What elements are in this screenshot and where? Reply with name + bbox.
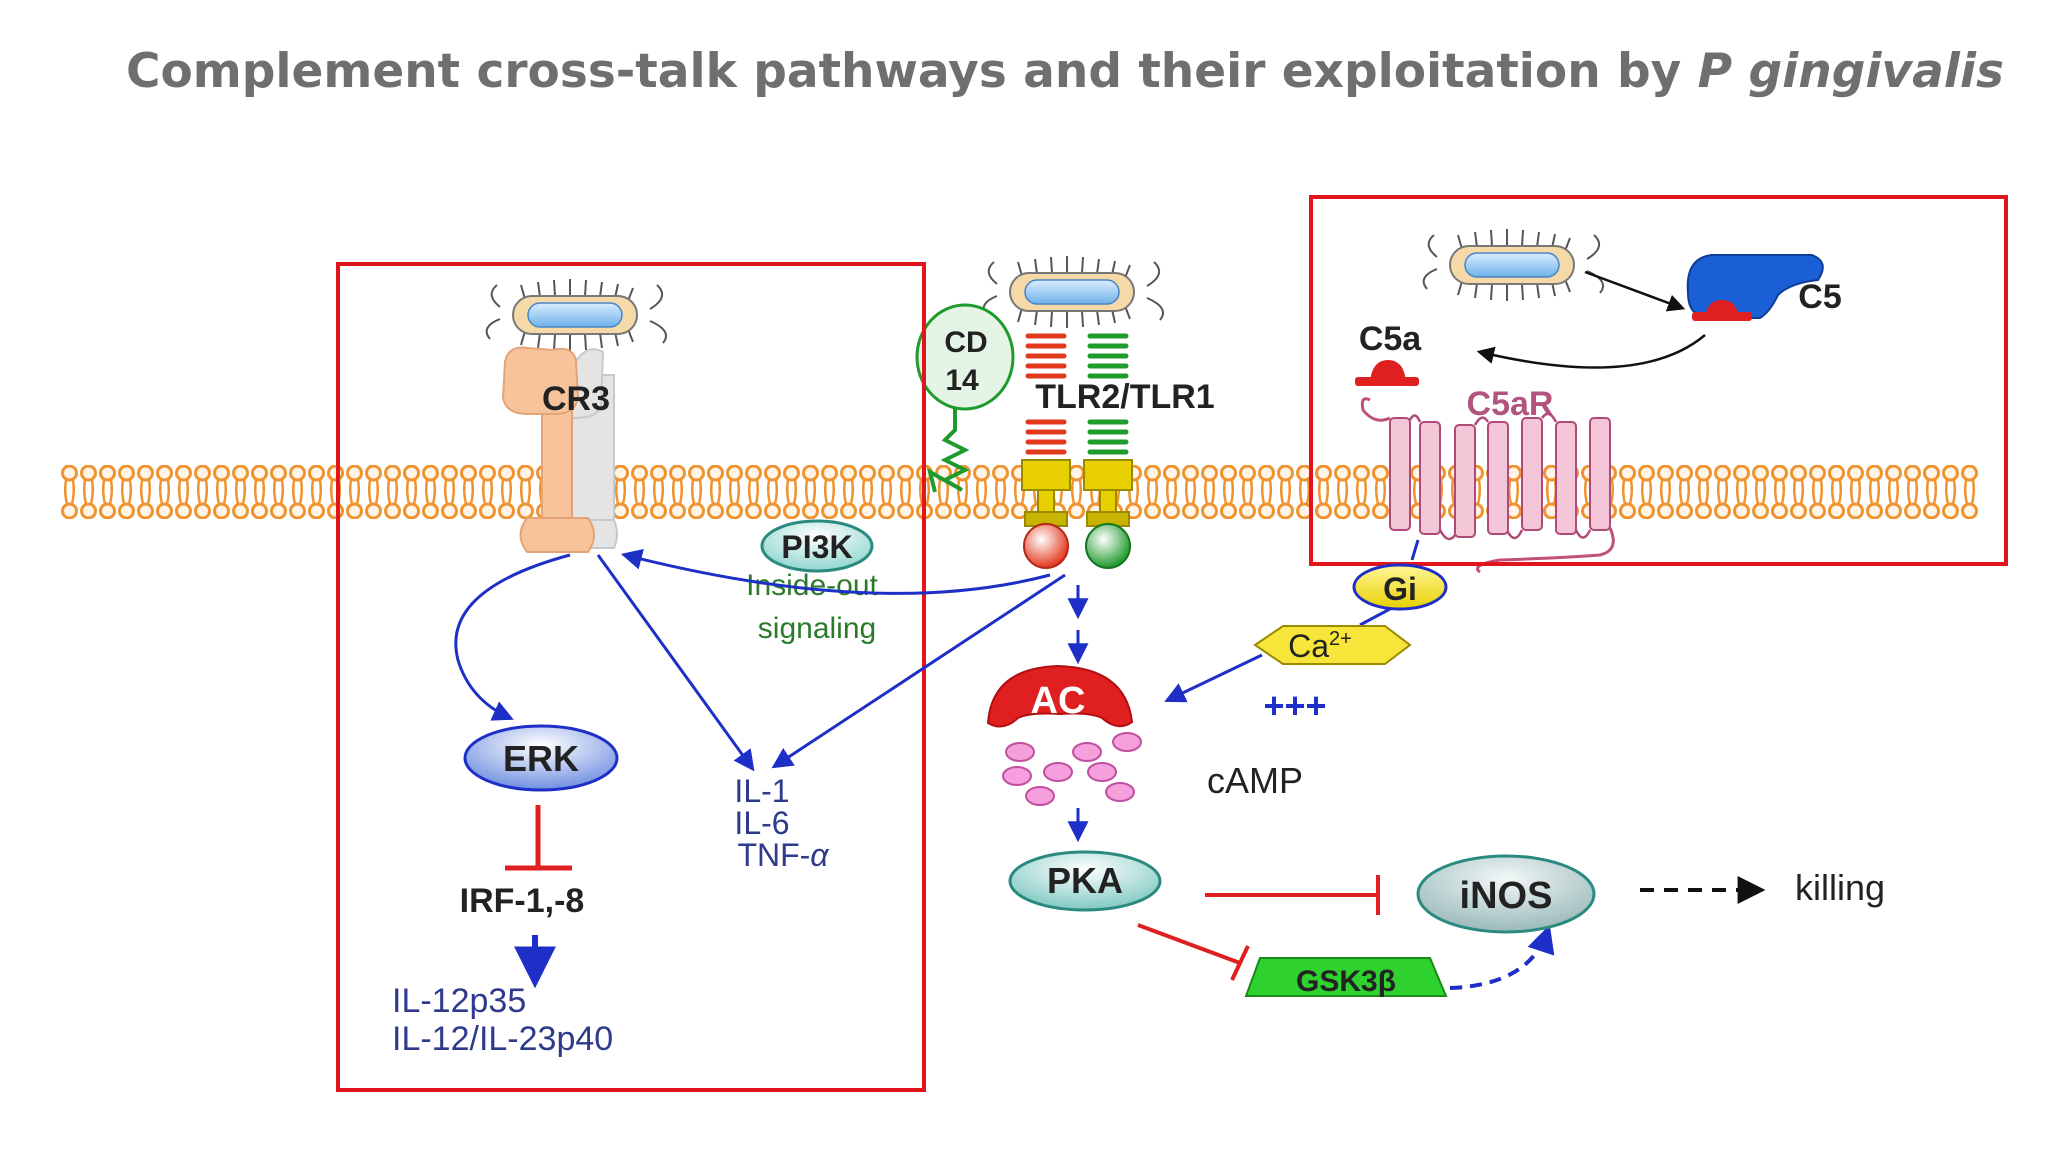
c5-protein [1686,254,1824,321]
c5a-fragment [1355,360,1419,386]
il1-label: IL-1 [734,773,789,809]
gsk3b-node [1244,957,1448,997]
plus-plus-plus-label: +++ [1263,685,1326,726]
cd14-label-line2: 14 [945,364,979,397]
il12p35-label: IL-12p35 [392,982,526,1020]
bacterium-tlr [982,256,1164,328]
cd14-label-line1: CD [944,326,987,359]
arrow-gsk3b-to-inos [1449,924,1555,990]
slide-title: Complement cross-talk pathways and their… [0,44,2048,99]
irf-label: IRF-1,-8 [460,882,585,920]
highlight-box-cr3-pathway [336,262,926,1092]
erk-node [463,724,619,792]
ac-label: AC [1031,680,1086,722]
arrow-calcium-to-ac [1164,653,1263,703]
calcium-charge: 2+ [1329,628,1352,650]
tnf-alpha: α [810,837,829,873]
bacterium-cr3 [485,279,667,351]
gsk3b-base: GSK3 [1296,965,1378,998]
bacterium-c5 [1422,229,1604,301]
calcium-hexagon [1253,625,1412,665]
arrow-tlr-to-cr3-insideout [620,548,1051,595]
camp-molecules [1002,732,1142,806]
tnf-label: TNF-α [737,837,829,873]
tlr1-receptor [1083,333,1133,569]
highlight-box-c5ar-pathway [1309,195,2008,566]
killing-label: killing [1795,867,1885,908]
inos-label: iNOS [1460,875,1553,917]
pi3k-label: PI3K [781,529,852,565]
gsk3b-label: GSK3β [1296,965,1396,998]
slide-title-organism: P gingivalis [1697,44,2004,99]
inos-node [1416,854,1596,934]
il12p40-label: IL-12/IL-23p40 [392,1020,613,1058]
cd14-receptor [915,303,1015,493]
c5ar-receptor [1360,397,1615,574]
arrow-cr3-to-cytokines [596,554,755,772]
inhibit-pka-gsk3b [1137,923,1250,981]
inside-out-label-2: signaling [758,612,876,645]
slide-title-main: Complement cross-talk pathways and their… [125,44,1698,99]
inhibit-erk-irf [505,805,572,871]
tlr-label: TLR2/TLR1 [1035,378,1214,416]
ac-enzyme [986,664,1134,728]
arrow-c5-to-c5a [1476,334,1706,369]
gi-protein [1352,563,1448,611]
calcium-base: Ca [1288,628,1329,664]
camp-label: cAMP [1207,760,1303,801]
cr3-label: CR3 [542,380,610,418]
arrow-tlr-to-cytokines [771,573,1066,769]
pka-label: PKA [1047,860,1123,901]
tnf-base: TNF- [737,837,810,873]
c5ar-label: C5aR [1467,385,1554,423]
calcium-label: Ca2+ [1288,628,1352,664]
c5a-label: C5a [1359,320,1422,358]
il6-label: IL-6 [734,805,789,841]
c5-label: C5 [1798,278,1841,316]
gsk3b-beta: β [1378,965,1396,998]
inhibit-pka-inos [1205,875,1380,915]
pi3k-node [760,519,874,573]
cr3-receptor [501,346,618,553]
arrow-cr3-to-erk [454,553,571,721]
c5ar-to-gi-link [1410,539,1420,561]
inside-out-label-1: Inside-out [746,569,878,602]
pka-node [1008,850,1162,912]
gi-label: Gi [1383,571,1417,607]
cell-membrane [60,465,1980,519]
tlr2-receptor [1021,333,1071,569]
arrow-bacterium-to-c5 [1584,270,1686,312]
erk-label: ERK [503,738,579,779]
